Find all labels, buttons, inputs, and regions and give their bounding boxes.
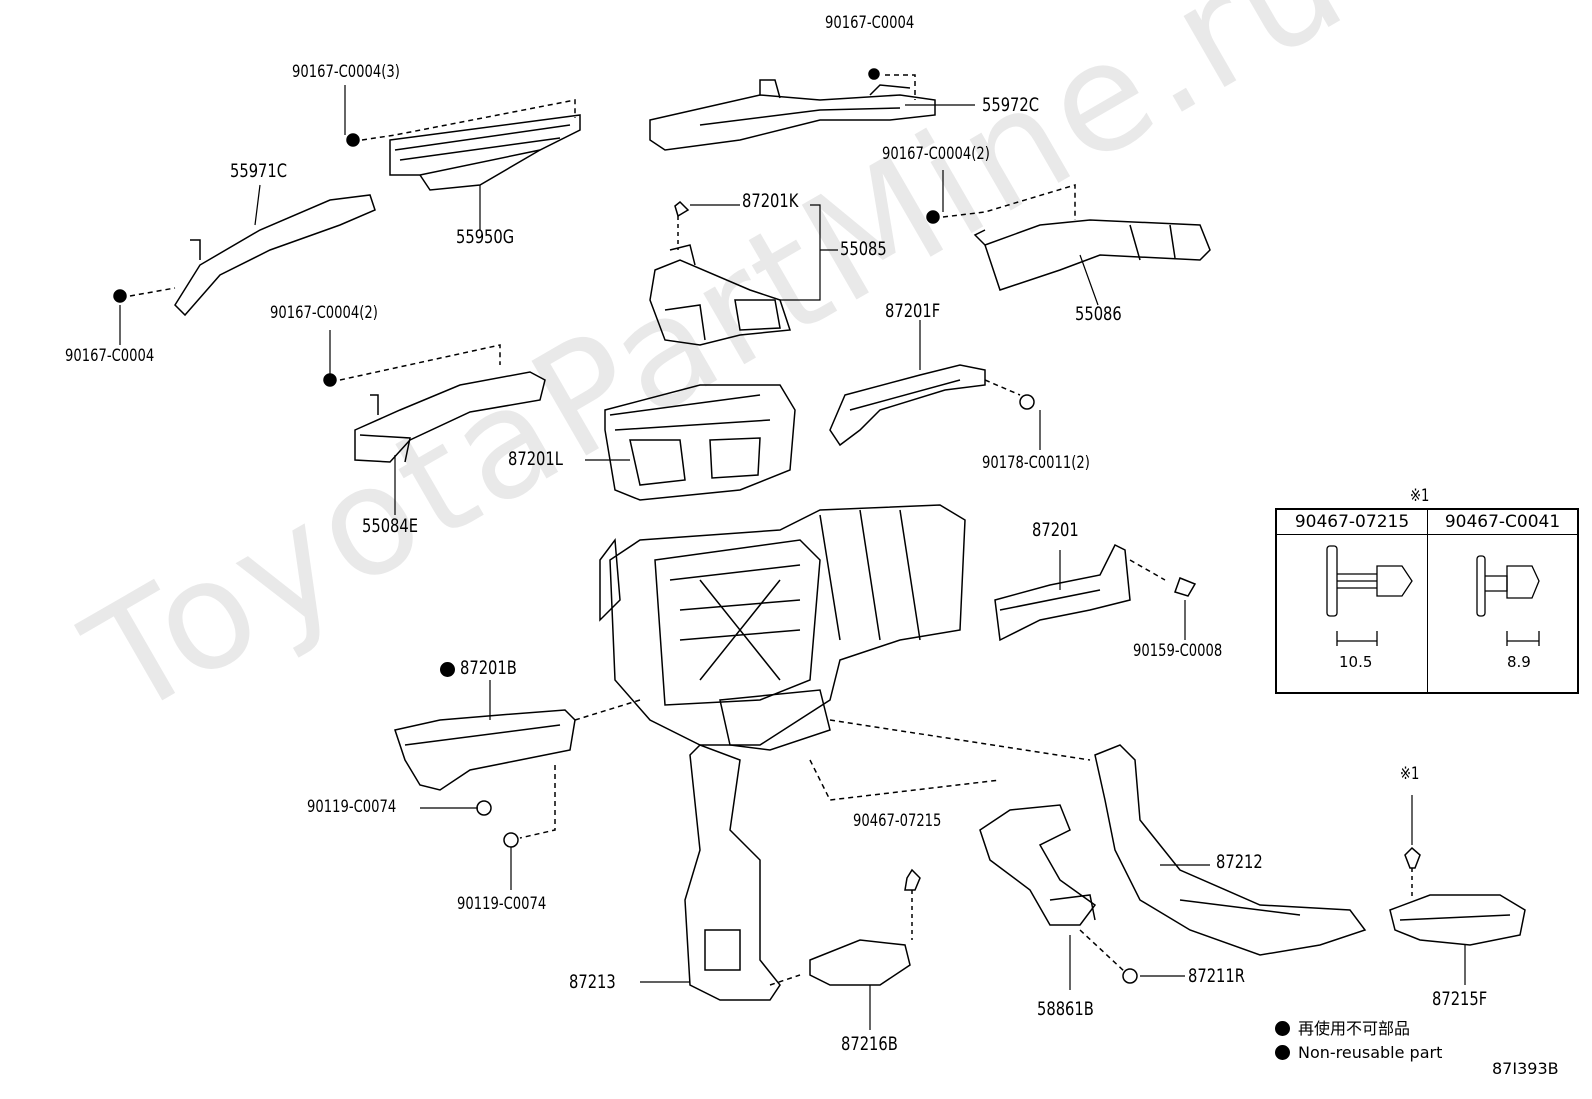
label-55085: 55085	[840, 238, 887, 260]
label-90167-c0004-2a: 90167-C0004(2)	[882, 144, 990, 164]
duct-55085	[649, 200, 792, 346]
bracket-55950G	[346, 99, 581, 191]
clip-inset-table: 90467-07215 90467-C0041 10.5 8.9	[1275, 508, 1579, 694]
legend-dot-en	[1275, 1045, 1290, 1060]
label-90167-c0004-left: 90167-C0004	[65, 346, 155, 366]
inset-dim1: 10.5	[1339, 653, 1373, 671]
legend-dot-jp	[1275, 1021, 1290, 1036]
label-87201b: 87201B	[460, 657, 517, 679]
inset-title: ※1	[1410, 486, 1430, 506]
figure-code: 87I393B	[1492, 1059, 1559, 1078]
label-87201l: 87201L	[508, 448, 563, 470]
duct-87201F	[829, 364, 1035, 447]
duct-55972C	[649, 68, 936, 151]
legend-jp: 再使用不可部品	[1275, 1015, 1410, 1039]
label-87201: 87201	[1032, 519, 1079, 541]
duct-87201B	[394, 699, 641, 848]
label-90167-c0004-top: 90167-C0004	[825, 13, 915, 33]
duct-87215F	[1389, 846, 1526, 946]
label-87213: 87213	[569, 971, 616, 993]
label-55950g: 55950G	[456, 226, 515, 248]
duct-58861B	[979, 804, 1138, 984]
label-87201k: 87201K	[742, 190, 799, 212]
clip-drawings	[1326, 545, 1540, 646]
legend-en: Non-reusable part	[1275, 1043, 1442, 1062]
inset-col1-header: 90467-07215	[1277, 510, 1428, 535]
legend-jp-text: 再使用不可部品	[1298, 1019, 1411, 1038]
label-55084e: 55084E	[362, 515, 419, 537]
label-note1: ※1	[1400, 764, 1420, 784]
label-55971c: 55971C	[230, 160, 288, 182]
label-55972c: 55972C	[982, 94, 1040, 116]
label-87215f: 87215F	[1432, 988, 1488, 1010]
label-87216b: 87216B	[841, 1033, 898, 1055]
label-58861b: 58861B	[1037, 998, 1094, 1020]
case-87201L	[604, 384, 796, 501]
label-90167-c0004-3: 90167-C0004(3)	[292, 62, 400, 82]
inset-divider	[1427, 510, 1428, 692]
non-reusable-dot	[440, 662, 455, 677]
label-87212: 87212	[1216, 851, 1263, 873]
duct-87201	[994, 543, 1197, 642]
label-90119-c0074-a: 90119-C0074	[307, 797, 397, 817]
label-87201f: 87201F	[885, 300, 941, 322]
label-90167-c0004-2b: 90167-C0004(2)	[270, 303, 378, 323]
duct-55086	[926, 183, 1211, 291]
leader-lines	[119, 85, 1466, 1030]
label-90159-c0008: 90159-C0008	[1133, 641, 1223, 661]
label-90119-c0074-b: 90119-C0074	[457, 894, 547, 914]
heater-unit	[599, 504, 966, 751]
inset-col2-header: 90467-C0041	[1428, 510, 1577, 535]
legend-en-text: Non-reusable part	[1298, 1043, 1443, 1062]
duct-87216B	[809, 868, 921, 986]
label-87211r: 87211R	[1188, 965, 1245, 987]
label-55086: 55086	[1075, 303, 1122, 325]
label-90467-07215: 90467-07215	[853, 811, 942, 831]
duct-55084E	[323, 344, 546, 463]
duct-87213	[684, 744, 801, 1001]
duct-55971C	[113, 194, 376, 317]
inset-dim2: 8.9	[1507, 653, 1531, 671]
label-90178-c0011: 90178-C0011(2)	[982, 453, 1090, 473]
duct-87212	[809, 719, 1367, 956]
